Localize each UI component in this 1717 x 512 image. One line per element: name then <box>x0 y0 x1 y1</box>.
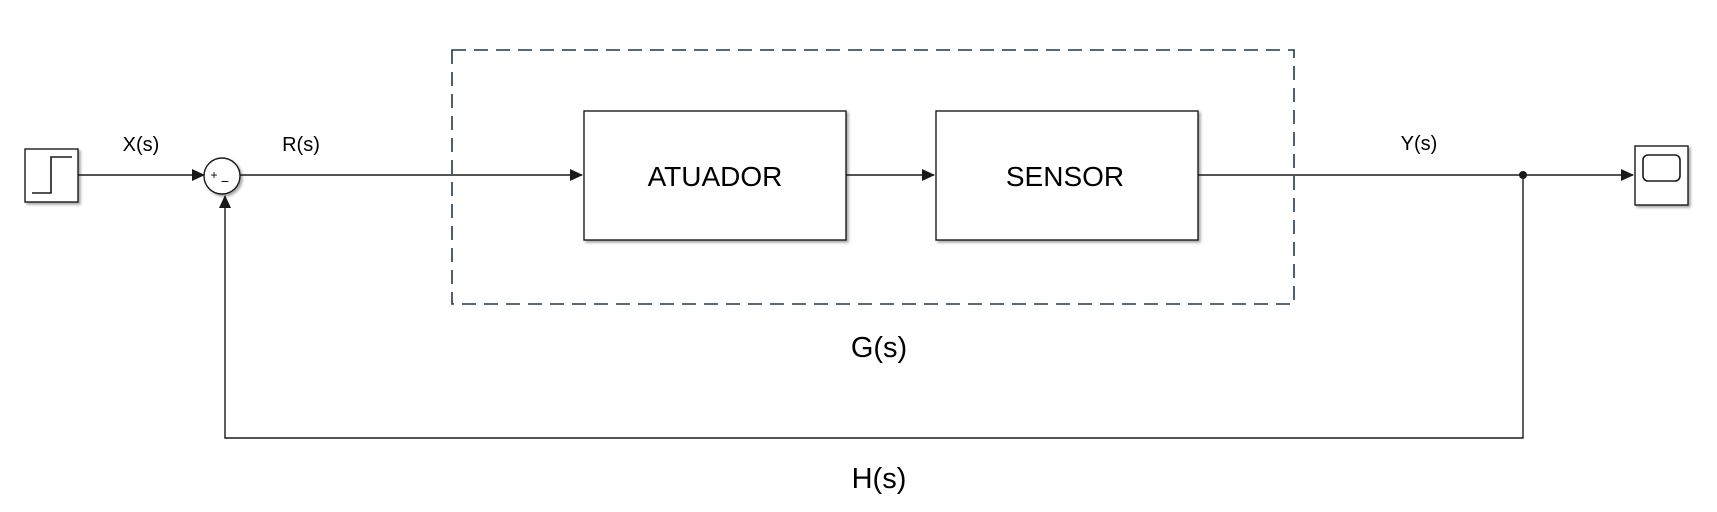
input-signal-label: X(s) <box>123 134 160 156</box>
sum-plus-sign: + <box>210 168 217 182</box>
feedback-wire <box>219 175 1524 439</box>
step-source-block[interactable] <box>24 148 79 203</box>
sensor-block[interactable]: SENSOR <box>935 110 1199 241</box>
step-source-icon <box>32 156 72 194</box>
sum-minus-sign: − <box>221 173 229 189</box>
plant-group-boundary <box>451 49 1295 305</box>
actuator-block[interactable]: ATUADOR <box>583 110 847 241</box>
actuator-label: ATUADOR <box>648 161 783 192</box>
reference-signal-label: R(s) <box>282 134 320 156</box>
sum-junction[interactable]: + − <box>203 157 241 195</box>
scope-icon <box>1642 154 1681 182</box>
sensor-label: SENSOR <box>1006 161 1124 192</box>
feedback-transfer-label: H(s) <box>852 463 907 495</box>
scope-block[interactable] <box>1634 145 1689 206</box>
plant-transfer-label: G(s) <box>851 332 907 364</box>
output-signal-label: Y(s) <box>1401 133 1438 155</box>
